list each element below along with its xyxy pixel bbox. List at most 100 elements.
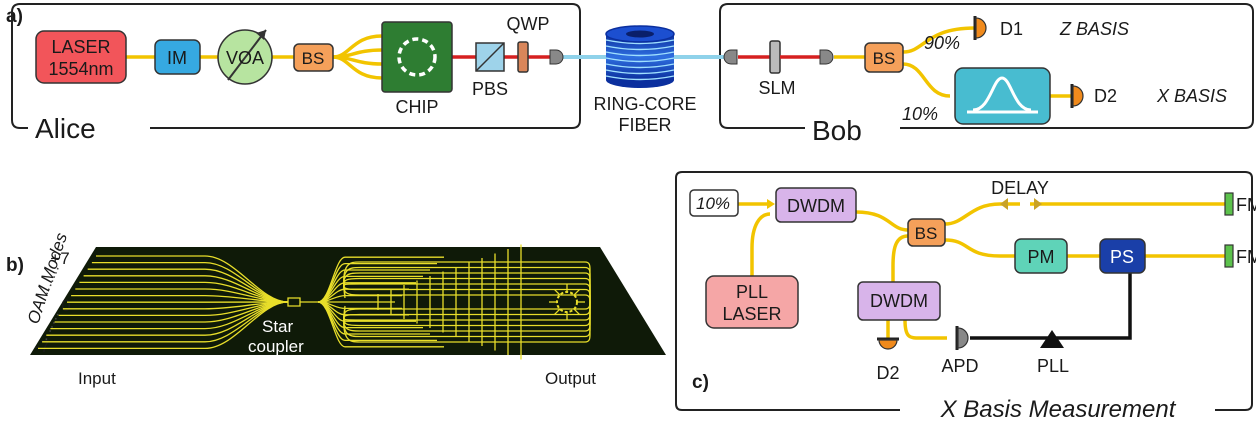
delay-label: DELAY xyxy=(991,178,1049,198)
bs-alice-box xyxy=(293,43,334,72)
bob-fiber-links xyxy=(834,26,1072,98)
laser-box xyxy=(35,30,127,84)
d2-c-label: D2 xyxy=(876,363,899,383)
chip-label: CHIP xyxy=(395,97,438,117)
alice-label: Alice xyxy=(35,113,96,144)
apd-detector-icon xyxy=(957,327,969,349)
ps-box xyxy=(1099,238,1146,274)
collimator-alice-icon xyxy=(549,49,564,65)
voa-arrow-icon xyxy=(227,29,267,81)
panel-b-tag: b) xyxy=(6,255,24,276)
fm-top-label: FM xyxy=(1236,195,1256,215)
dwdm-top-box xyxy=(775,187,857,223)
pct-90-label: 90% xyxy=(924,33,960,53)
qwp-plate xyxy=(517,41,529,73)
apd-label: APD xyxy=(941,356,978,376)
panel-a-tag: a) xyxy=(6,6,23,27)
waveguide-array xyxy=(38,244,591,360)
d2-detector-icon xyxy=(1072,85,1084,107)
ring-coupler-stub xyxy=(573,308,581,316)
bs-bob-box xyxy=(864,42,904,73)
d2-c-detector-icon xyxy=(878,339,898,350)
tick-mid: 0 xyxy=(61,296,70,315)
laser-label-1: LASER xyxy=(51,37,110,57)
input-label: Input xyxy=(78,369,116,388)
ps-label: PS xyxy=(1110,247,1134,267)
input-waveguide xyxy=(38,301,289,350)
delay-left-icon xyxy=(1000,198,1008,210)
pll-triangle-icon xyxy=(1040,330,1064,348)
d1-detector-icon xyxy=(975,17,987,39)
ring-core-fiber-coil xyxy=(605,25,675,88)
dwdm-top-label: DWDM xyxy=(787,196,845,216)
panel-c: c) X Basis Measurement 10% DWDM PLL LA xyxy=(675,171,1256,423)
chip-box xyxy=(381,21,453,93)
pll-laser-label-2: LASER xyxy=(722,304,781,324)
slm-plate xyxy=(769,40,781,74)
panel-c-fiber-links xyxy=(738,202,1225,340)
bob-label: Bob xyxy=(812,115,862,146)
panel-c-box xyxy=(675,171,1253,411)
ring-coupler-stub xyxy=(553,288,561,296)
bs-alice-label: BS xyxy=(302,49,325,68)
fm-bottom-label: FM xyxy=(1236,247,1256,267)
output-ring xyxy=(556,291,578,313)
tick-top: +7 xyxy=(50,249,69,268)
panel-a: a) Alice Bob LASER 1554nm xyxy=(6,3,1254,146)
panel-b: b) +7 0 -7 OAM Modes Star coupler Input … xyxy=(6,230,666,388)
star-coupler-slab xyxy=(287,297,301,307)
pll-feedback-line xyxy=(970,272,1132,340)
bob-box xyxy=(719,3,1254,129)
voa-arrowhead-icon xyxy=(256,30,266,40)
dwdm-bottom-label: DWDM xyxy=(870,291,928,311)
pbs-label: PBS xyxy=(472,79,508,99)
ring-coupler-stub xyxy=(553,308,561,316)
pbs-diagonal xyxy=(475,42,505,72)
alice-box xyxy=(11,3,581,129)
im-label: IM xyxy=(167,48,187,68)
slm-label: SLM xyxy=(758,78,795,98)
laser-label-2: 1554nm xyxy=(48,59,113,79)
fiber-label-1: RING-CORE xyxy=(594,94,697,114)
alice-fiber-links xyxy=(126,34,383,80)
input-percent-box xyxy=(689,189,739,217)
bs-bob-label: BS xyxy=(873,49,896,68)
panel-c-tag: c) xyxy=(692,372,709,393)
im-box xyxy=(154,39,201,75)
fm-top-mirror xyxy=(1224,192,1234,216)
ring-coupler-stub xyxy=(573,288,581,296)
star-coupler-label-2: coupler xyxy=(248,337,304,356)
pll-laser-label-1: PLL xyxy=(736,282,768,302)
z-basis-label: Z BASIS xyxy=(1059,19,1129,39)
pll-label: PLL xyxy=(1037,356,1069,376)
collimator-bob-in-icon xyxy=(723,49,738,65)
voa-label: VOA xyxy=(226,48,264,68)
collimator-bob-out-icon xyxy=(819,49,834,65)
filter-curve-icon xyxy=(967,76,1038,114)
routing-loop xyxy=(343,279,591,325)
x-basis-label: X BASIS xyxy=(1156,86,1227,106)
output-label: Output xyxy=(545,369,596,388)
chip-ring-icon xyxy=(397,37,437,77)
delay-waveguide xyxy=(317,301,444,348)
pm-box xyxy=(1014,238,1068,274)
pm-label: PM xyxy=(1028,247,1055,267)
input-arrow-icon xyxy=(767,199,775,209)
panel-c-title: X Basis Measurement xyxy=(940,396,1177,423)
input-percent-label: 10% xyxy=(696,194,730,213)
qwp-label: QWP xyxy=(507,14,550,34)
filter-box xyxy=(954,67,1051,125)
pll-laser-box xyxy=(705,275,799,329)
bs-c-label: BS xyxy=(915,224,938,243)
star-coupler-label-1: Star xyxy=(262,317,294,336)
fm-bottom-mirror xyxy=(1224,244,1234,268)
d1-label: D1 xyxy=(1000,19,1023,39)
d2-label: D2 xyxy=(1094,86,1117,106)
tick-dots-upper xyxy=(45,267,59,297)
dwdm-bottom-box xyxy=(857,281,941,321)
tick-bottom: -7 xyxy=(34,337,49,356)
fiber-label-2: FIBER xyxy=(618,115,671,135)
pct-10-label: 10% xyxy=(902,104,938,124)
delay-right-icon xyxy=(1034,198,1042,210)
